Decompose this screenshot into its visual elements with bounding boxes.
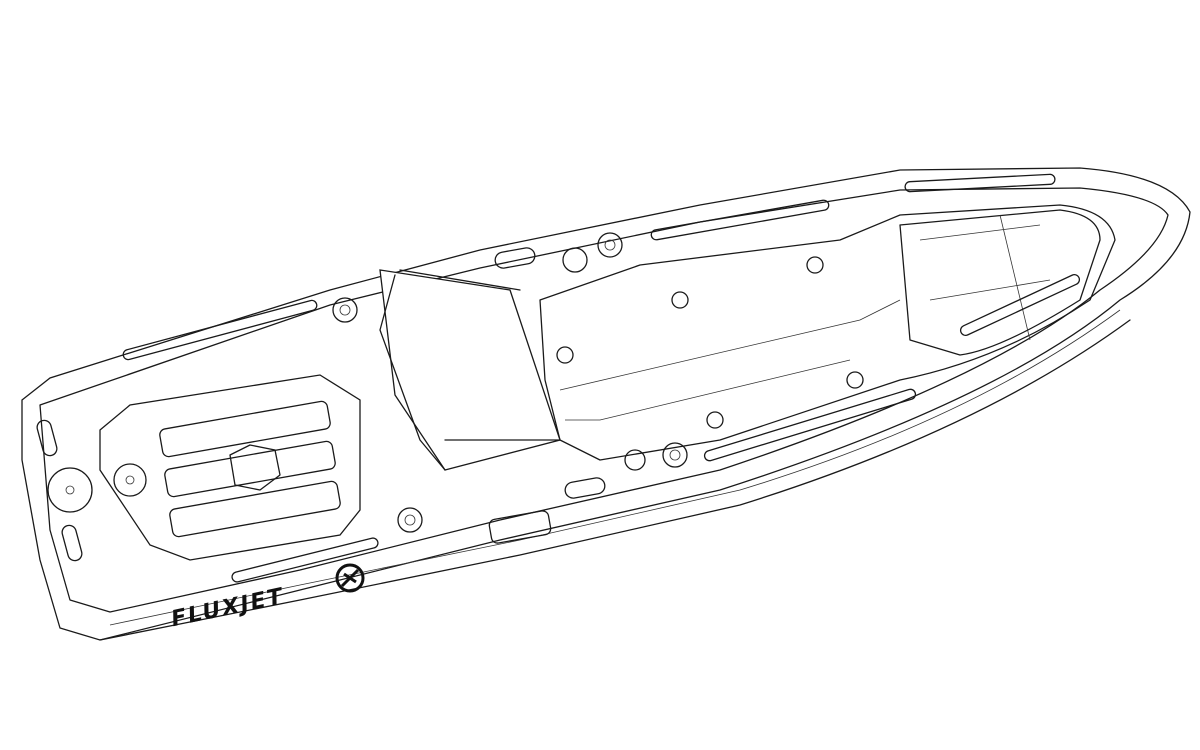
hatch-center [229,444,281,491]
seat [379,269,561,471]
hull-side [99,319,1131,641]
scupper-icon [47,467,93,513]
brand-emblem-icon [335,563,365,593]
rail [650,199,830,241]
cockpit-well [539,204,1116,461]
rear-tankwell [99,374,361,561]
drain-plug-icon [113,463,147,497]
deck-edge [39,187,1169,613]
bow-hatch [899,209,1101,356]
